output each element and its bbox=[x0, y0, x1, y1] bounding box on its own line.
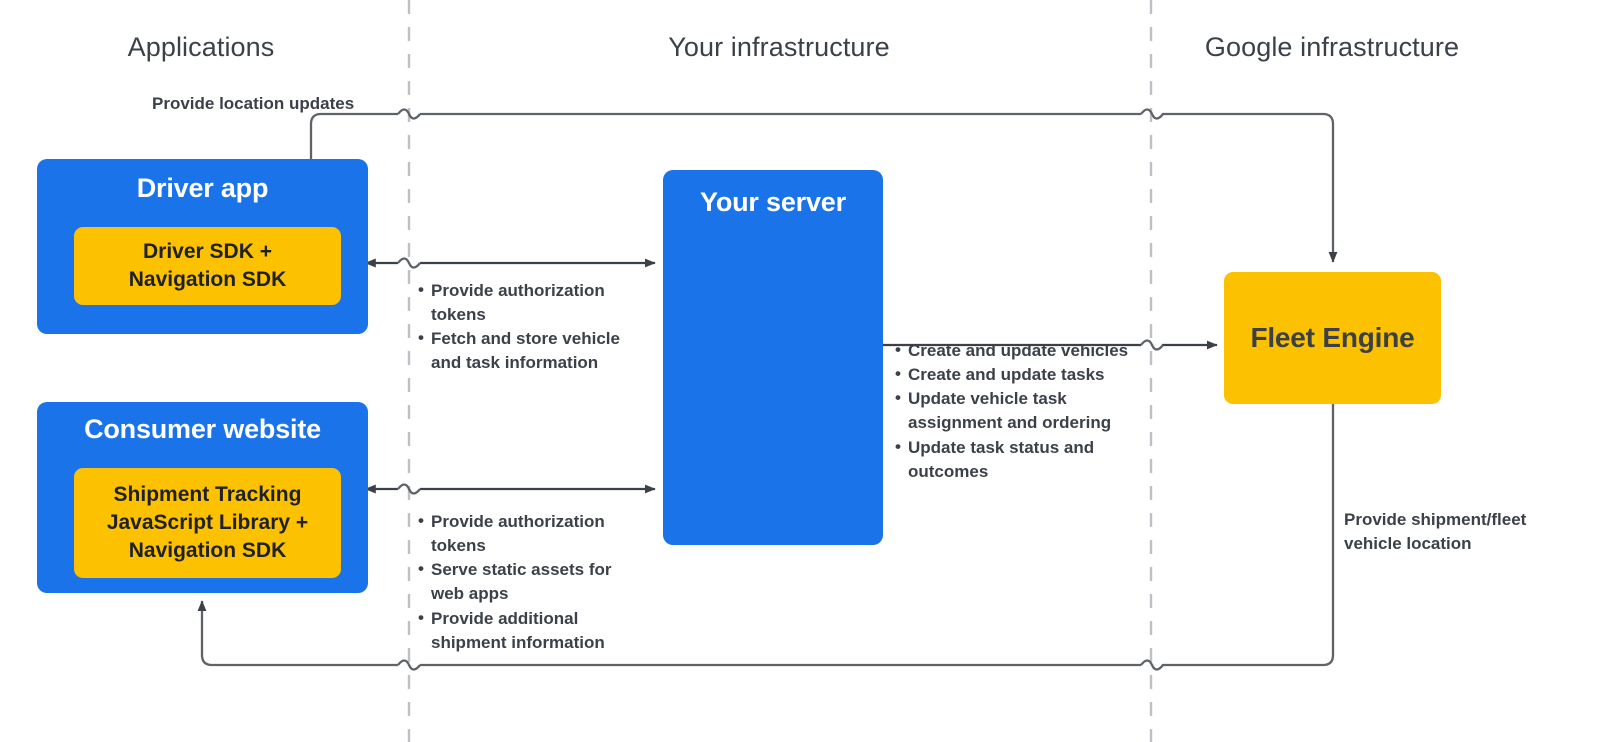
label-server-fleet-operations: Create and update vehicles Create and up… bbox=[895, 338, 1145, 484]
server-fleet-bullets: Create and update vehicles Create and up… bbox=[895, 338, 1145, 484]
label-provide-location-updates: Provide location updates bbox=[152, 94, 355, 113]
label-fleet-consumer-location: Provide shipment/fleet vehicle location bbox=[1344, 510, 1527, 554]
list-item: Update task status and outcomes bbox=[895, 434, 1145, 484]
driver-app-title: Driver app bbox=[136, 173, 269, 203]
consumer-website-title: Consumer website bbox=[84, 414, 321, 444]
list-item: Create and update tasks bbox=[895, 362, 1145, 387]
list-item: Fetch and store vehicle and task informa… bbox=[418, 326, 646, 375]
list-item: Serve static assets for web apps bbox=[418, 557, 640, 606]
node-driver-app[interactable]: Driver app Driver SDK + Navigation SDK bbox=[37, 159, 368, 334]
list-item: Provide authorization tokens bbox=[418, 278, 646, 327]
list-item: Create and update vehicles bbox=[895, 338, 1145, 363]
zone-title-your-infrastructure: Your infrastructure bbox=[668, 32, 890, 62]
driver-server-bullets: Provide authorization tokens Fetch and s… bbox=[418, 278, 646, 376]
node-fleet-engine[interactable]: Fleet Engine bbox=[1224, 272, 1441, 404]
connector-driver-server bbox=[364, 257, 656, 269]
label-driver-server-exchange: Provide authorization tokens Fetch and s… bbox=[418, 278, 646, 376]
zone-title-google-infrastructure: Google infrastructure bbox=[1204, 32, 1460, 62]
list-item: Provide additional shipment information bbox=[418, 605, 640, 655]
chip-driver-sdk[interactable]: Driver SDK + Navigation SDK bbox=[74, 227, 341, 305]
list-item: Update vehicle task assignment and order… bbox=[895, 386, 1145, 435]
chip-shipment-tracking[interactable]: Shipment Tracking JavaScript Library + N… bbox=[74, 468, 341, 578]
consumer-server-bullets: Provide authorization tokens Serve stati… bbox=[418, 509, 640, 655]
label-consumer-server-exchange: Provide authorization tokens Serve stati… bbox=[418, 509, 640, 655]
your-server-title: Your server bbox=[700, 187, 846, 217]
fleet-engine-title: Fleet Engine bbox=[1250, 322, 1415, 353]
connector-consumer-server bbox=[364, 483, 656, 495]
node-your-server[interactable]: Your server bbox=[663, 170, 883, 545]
zone-title-applications: Applications bbox=[127, 32, 275, 62]
node-consumer-website[interactable]: Consumer website Shipment Tracking JavaS… bbox=[37, 402, 368, 593]
list-item: Provide authorization tokens bbox=[418, 509, 640, 558]
